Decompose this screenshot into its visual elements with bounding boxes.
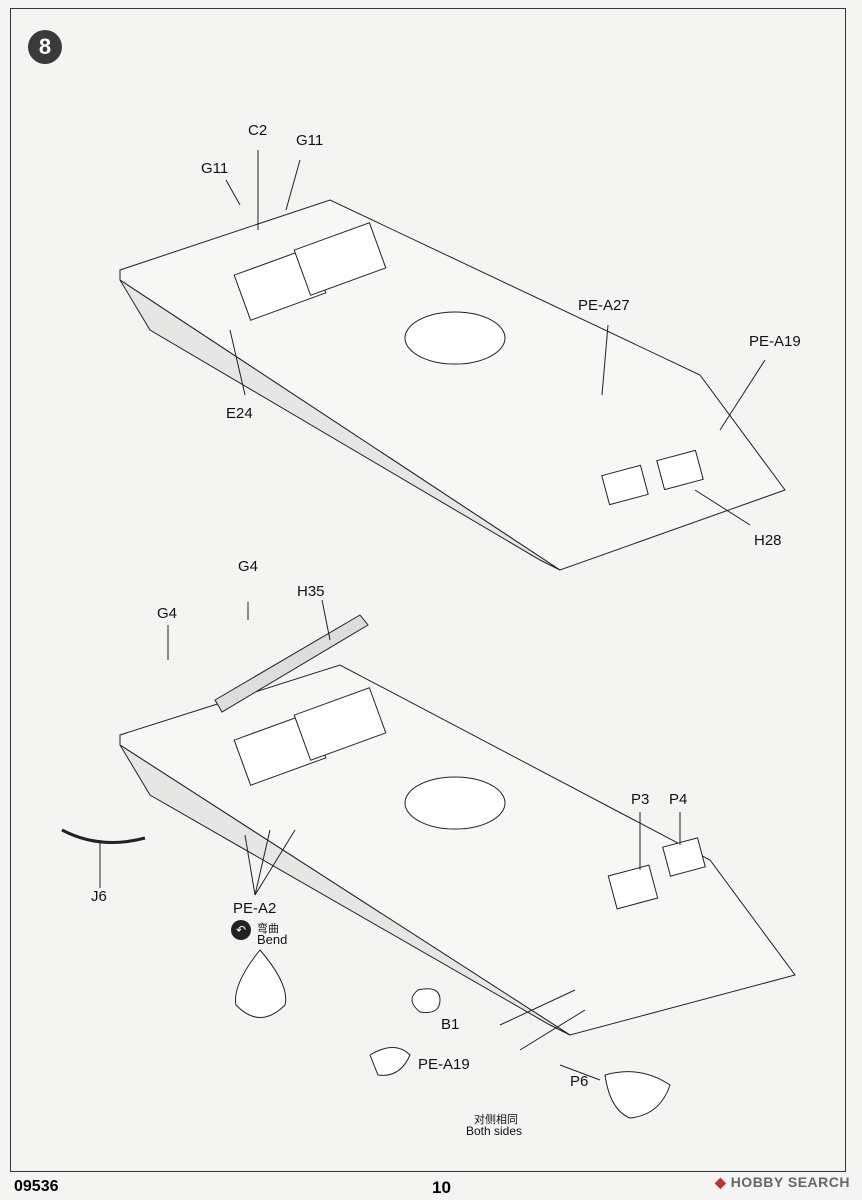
p6-callout <box>604 1071 671 1119</box>
lower-hull-side <box>119 744 571 1036</box>
label-b1: B1 <box>441 1016 460 1033</box>
label-e24: E24 <box>226 405 253 422</box>
upper-hatch-front-1 <box>601 464 649 506</box>
label-g4-left: G4 <box>157 605 178 622</box>
label-pe-a2: PE-A2 <box>233 900 277 917</box>
label-h35: H35 <box>297 583 325 600</box>
label-pe-a19-top: PE-A19 <box>749 333 801 350</box>
upper-hatch-front-2 <box>656 449 704 491</box>
watermark-text: HOBBY SEARCH <box>730 1174 850 1190</box>
label-bend-en: Bend <box>257 932 288 947</box>
kit-code: 09536 <box>14 1178 59 1195</box>
label-p4: P4 <box>669 791 688 808</box>
part-j6-shape <box>61 828 146 844</box>
label-p6: P6 <box>570 1073 589 1090</box>
upper-hull-top <box>119 199 786 571</box>
upper-hull-side <box>119 279 561 571</box>
label-pe-a19-bottom: PE-A19 <box>418 1056 470 1073</box>
lower-turret-ring <box>404 776 506 830</box>
pe-a2-callout <box>235 949 287 1018</box>
label-both-sides-en: Both sides <box>466 1124 523 1138</box>
label-both-sides-cn: 对侧相同 <box>474 1114 518 1126</box>
label-bend-cn: 弯曲 <box>257 923 279 935</box>
lower-engine-hatch-2 <box>293 687 387 761</box>
label-j6: J6 <box>91 888 107 905</box>
label-c2: C2 <box>248 122 268 139</box>
label-pe-a27: PE-A27 <box>578 297 630 314</box>
upper-engine-hatch-2 <box>293 222 387 296</box>
bend-icon: ↶ <box>231 920 251 940</box>
step-number-badge: 8 <box>28 30 62 64</box>
label-g11-left: G11 <box>201 160 229 177</box>
label-h28: H28 <box>754 532 782 549</box>
label-g11-right: G11 <box>296 132 324 149</box>
label-g4-top: G4 <box>238 558 259 575</box>
upper-turret-ring <box>404 311 506 365</box>
watermark: ◆ HOBBY SEARCH <box>715 1174 850 1191</box>
part-p3-shape <box>607 864 659 910</box>
page-frame <box>10 8 846 1172</box>
pe-a19-callout <box>369 1047 411 1076</box>
b1-callout <box>411 988 441 1013</box>
page-number: 10 <box>432 1178 451 1197</box>
watermark-logo-icon: ◆ <box>715 1174 727 1190</box>
label-p3: P3 <box>631 791 650 808</box>
